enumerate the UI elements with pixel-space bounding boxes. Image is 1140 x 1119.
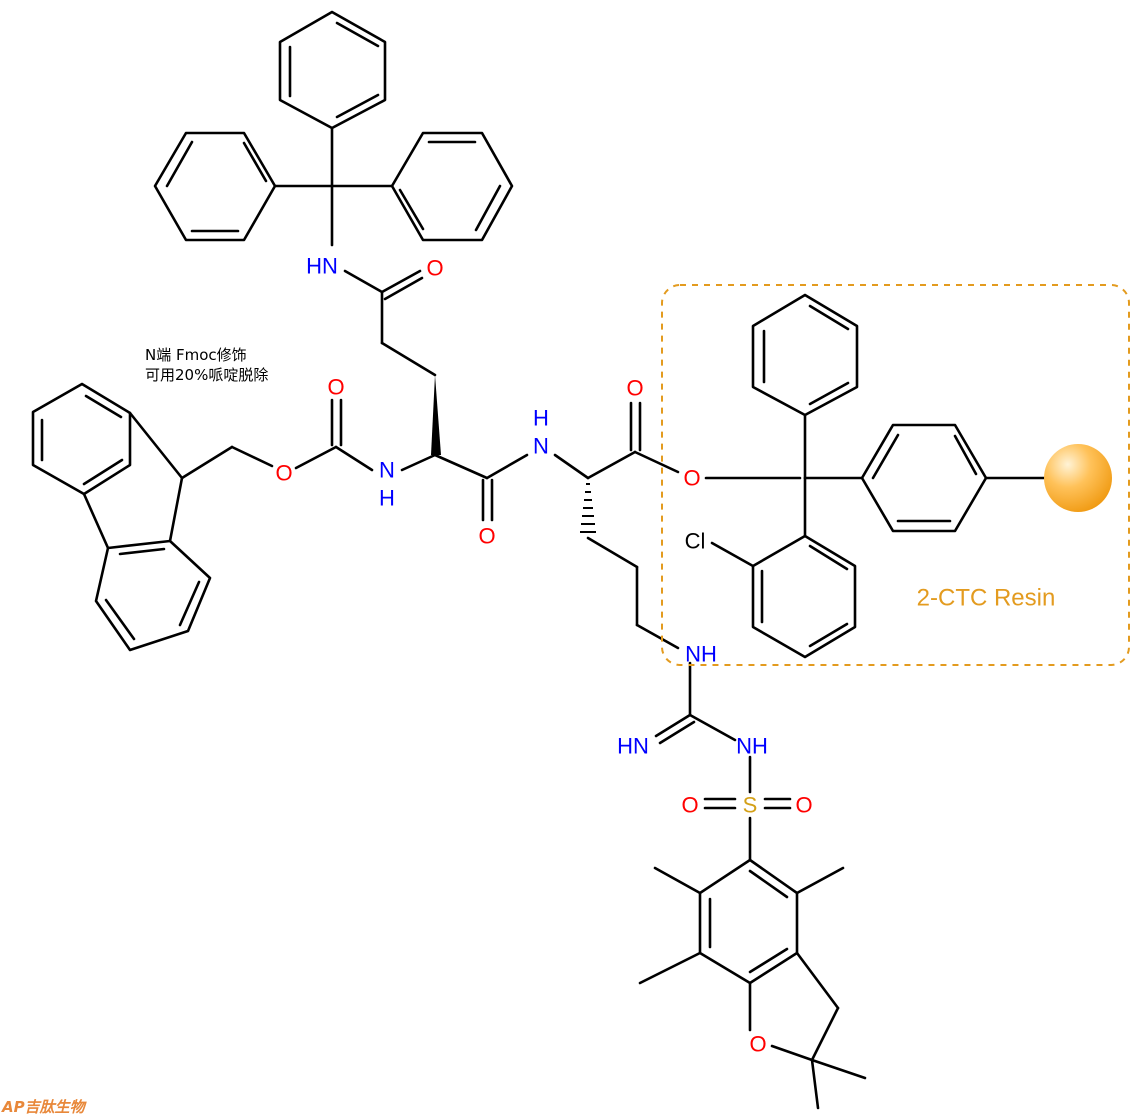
- carbamate-o-ester-label: O: [275, 461, 292, 486]
- annotation-line1: N端 Fmoc修饰: [145, 346, 247, 364]
- atom-labels: HN O O O N H O H N O O Cl NH HN NH S O O…: [275, 254, 812, 1057]
- gln-side-o-label: O: [426, 256, 443, 281]
- watermark-logo: AP吉肽生物: [1, 1098, 88, 1116]
- gln-side-chain: [343, 269, 441, 455]
- arg-co-o-label: O: [626, 376, 643, 401]
- carbamate-o-top-label: O: [327, 375, 344, 400]
- annotation-line2: 可用20%哌啶脱除: [145, 366, 268, 384]
- gln-alpha-n-label: N: [379, 458, 395, 483]
- resin-label: 2-CTC Resin: [917, 585, 1056, 612]
- guan-nh-label: NH: [685, 642, 717, 667]
- guan-imine-label: HN: [617, 734, 649, 759]
- peptide-backbone: [294, 398, 802, 650]
- sulfonyl-o-left-label: O: [681, 793, 698, 818]
- fluorenyl-group: [31, 382, 274, 652]
- resin-bead-icon: [1044, 444, 1112, 512]
- sulfonyl-s-label: S: [743, 793, 758, 818]
- guanidine-pbf: [638, 661, 867, 1110]
- trityl-group: [153, 10, 514, 247]
- arg-h-label: H: [533, 406, 549, 431]
- gln-alpha-h-label: H: [379, 486, 395, 511]
- ctc-resin-fragment: 2-CTC Resin: [661, 284, 1130, 666]
- gln-co-o-label: O: [478, 524, 495, 549]
- ester-o-label: O: [683, 466, 700, 491]
- furan-o-label: O: [749, 1032, 766, 1057]
- sulfonyl-o-right-label: O: [795, 793, 812, 818]
- fmoc-annotation: N端 Fmoc修饰 可用20%哌啶脱除: [145, 346, 268, 384]
- arg-n-label: N: [533, 434, 549, 459]
- guan-nh2-label: NH: [736, 734, 768, 759]
- trityl-nh-label: HN: [306, 254, 338, 279]
- chloro-label: Cl: [685, 529, 706, 554]
